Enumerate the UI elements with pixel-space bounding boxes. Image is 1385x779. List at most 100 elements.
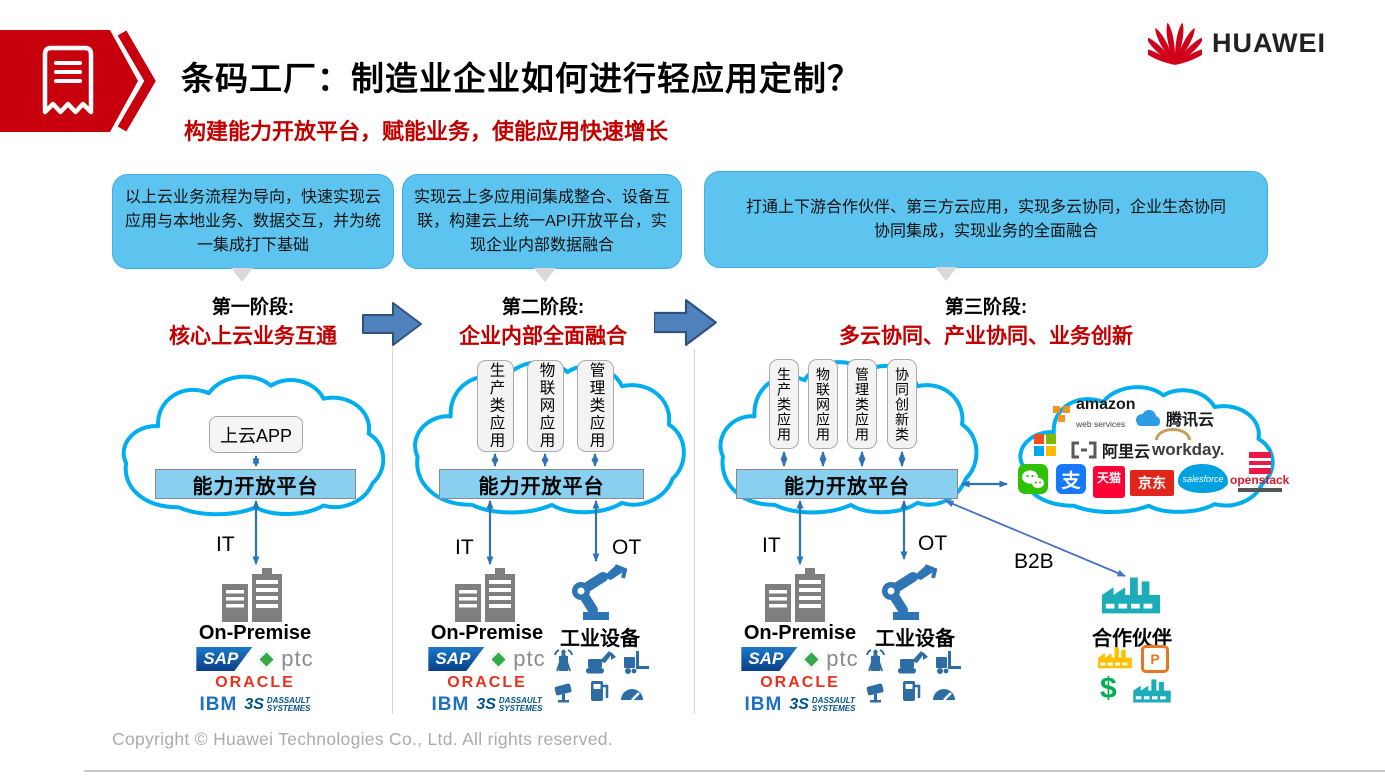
- factory-teal-small-icon: [1132, 676, 1172, 704]
- ot-label-stage2: OT: [612, 536, 642, 559]
- ibm-logo: IBM: [199, 694, 238, 715]
- copyright-text: Copyright © Huawei Technologies Co., Ltd…: [112, 729, 613, 749]
- app-box-management: 管理类应用: [847, 359, 877, 449]
- stage2-name: 企业内部全面融合: [459, 325, 627, 348]
- aws-cubes-icon: [1053, 406, 1070, 422]
- workday-arc-icon: [1155, 428, 1191, 440]
- dassault-line2: SYSTEMES: [811, 704, 856, 713]
- app-box-label: 生产类应用: [776, 366, 792, 442]
- openstack-tagline: [1237, 488, 1282, 492]
- industrial-label-stage3: 工业设备: [875, 628, 955, 650]
- stage1-title: 第一阶段: 核心上云业务互通: [128, 292, 378, 350]
- it-label-stage3: IT: [762, 534, 781, 557]
- p-glyph: P: [1150, 651, 1160, 667]
- warehouse-p-icon: P: [1141, 645, 1169, 673]
- callout-tail: [230, 268, 253, 282]
- oracle-logo: ORACLE: [760, 674, 840, 691]
- platform-bar-stage1: 能力开放平台: [155, 469, 356, 499]
- industrial-equipment-icons: [864, 648, 964, 706]
- tencent-label: 腾讯云: [1166, 412, 1215, 429]
- app-box-label: 物联网应用: [815, 366, 831, 442]
- salesforce-wordmark: salesforce: [1182, 473, 1224, 484]
- ptc-diamond-icon: [801, 648, 823, 670]
- huawei-flower-icon: [1148, 22, 1202, 65]
- microsoft-logo: [1034, 434, 1056, 456]
- huawei-wordmark: HUAWEI: [1212, 27, 1326, 58]
- robot-arm-icon: [565, 564, 629, 622]
- oracle-logo: ORACLE: [447, 674, 527, 691]
- ptc-diamond-icon: [488, 648, 510, 670]
- dassault-line1: DASSAULT: [266, 695, 310, 705]
- cloud-app-label: 上云APP: [219, 425, 293, 446]
- stage1-label: 第一阶段:: [211, 297, 295, 318]
- ptc-wordmark: ptc: [826, 646, 859, 671]
- platform-bar-stage3: 能力开放平台: [736, 469, 958, 499]
- stage2-label: 第二阶段:: [501, 297, 585, 318]
- tmall-logo: 天猫: [1093, 466, 1125, 498]
- app-box-iot: 物联网应用: [527, 360, 564, 452]
- openstack-icon: [1248, 452, 1271, 474]
- app-box-label: 管理类应用: [587, 362, 605, 450]
- stage3-title: 第三阶段: 多云协同、产业协同、业务创新: [808, 292, 1164, 350]
- dassault-line2: SYSTEMES: [498, 704, 543, 713]
- openstack-wordmark: openstack: [1230, 473, 1290, 487]
- stage3-name: 多云协同、产业协同、业务创新: [839, 325, 1133, 348]
- ptc-diamond-icon: [256, 648, 278, 670]
- salesforce-logo: salesforce: [1178, 464, 1228, 493]
- onpremise-label-stage1: On-Premise: [198, 622, 312, 644]
- aws-wordmark: amazon: [1076, 396, 1136, 413]
- ibm-logo: IBM: [431, 694, 470, 715]
- ibm-logo: IBM: [744, 694, 783, 715]
- aws-logo: amazon web services: [1052, 396, 1136, 432]
- callout-stage3: 打通上下游合作伙伴、第三方云应用，实现多云协同，企业生态协同 协同集成，实现业务…: [704, 171, 1268, 281]
- openstack-logo: openstack: [1230, 452, 1289, 492]
- alipay-logo: 支: [1056, 464, 1086, 494]
- sap-logo: SAP: [196, 647, 253, 671]
- app-box-production: 生产类应用: [769, 359, 799, 449]
- platform-bar-stage2: 能力开放平台: [439, 469, 644, 499]
- callout-stage2: 实现云上多应用间集成整合、设备互联，构建云上统一API开放平台，实现企业内部数据…: [402, 174, 682, 282]
- callout-stage1: 以上云业务流程为导向，快速实现云应用与本地业务、数据交互，并为统一集成打下基础: [112, 174, 394, 282]
- tencent-cloud-icon: [1136, 410, 1160, 426]
- ptc-wordmark: ptc: [513, 646, 546, 671]
- partner-logos: amazon web services 腾讯云 阿里云 workday.: [1010, 382, 1289, 520]
- onpremise-label-stage2: On-Premise: [430, 622, 544, 644]
- stage3-label: 第三阶段:: [944, 297, 1028, 318]
- app-box-collab-innovation: 协同创新类: [887, 359, 917, 449]
- wechat-logo: [1018, 464, 1048, 499]
- platform-label: 能力开放平台: [478, 475, 605, 498]
- platform-label: 能力开放平台: [192, 475, 319, 498]
- stage-arrow-2-icon: [654, 299, 717, 346]
- dassault-swirl-icon: 3S: [476, 696, 496, 713]
- app-box-production: 生产类应用: [477, 360, 514, 452]
- callout-tail: [533, 268, 556, 282]
- callout-stage1-text: 以上云业务流程为导向，快速实现云应用与本地业务、数据交互，并为统一集成打下基础: [124, 188, 381, 254]
- industrial-label-stage2: 工业设备: [560, 628, 640, 650]
- oracle-logo: ORACLE: [215, 674, 295, 691]
- workday-logo: workday.: [1152, 428, 1224, 460]
- dassault-swirl-icon: 3S: [789, 696, 809, 713]
- stage1-name: 核心上云业务互通: [169, 325, 337, 348]
- onpremise-label-stage3: On-Premise: [743, 622, 857, 644]
- vendor-logos: SAP ptc ORACLE IBM 3S DASSAULT SYSTEMES: [172, 646, 338, 718]
- factory-yellow-icon: [1097, 644, 1133, 670]
- jd-label: 京东: [1138, 475, 1166, 491]
- aws-sub: web services: [1076, 419, 1126, 429]
- dassault-logo: 3S DASSAULT SYSTEMES: [476, 696, 542, 714]
- cloud-app-box: 上云APP: [209, 416, 303, 453]
- dassault-line1: DASSAULT: [498, 695, 542, 705]
- ptc-wordmark: ptc: [281, 646, 314, 671]
- huawei-logo: HUAWEI: [1148, 20, 1326, 66]
- ot-label-stage3: OT: [918, 532, 948, 555]
- column-divider: [694, 349, 695, 714]
- stage-arrow-1-icon: [362, 302, 422, 346]
- callout-tail: [935, 267, 958, 281]
- dassault-swirl-icon: 3S: [244, 696, 264, 713]
- tencent-cloud-logo: 腾讯云: [1132, 406, 1214, 430]
- app-box-management: 管理类应用: [577, 360, 614, 452]
- tmall-label: 天猫: [1096, 471, 1121, 485]
- page-subtitle: 构建能力开放平台，赋能业务，使能应用快速增长: [184, 119, 669, 144]
- sap-logo: SAP: [741, 647, 798, 671]
- dassault-logo: 3S DASSAULT SYSTEMES: [244, 696, 310, 714]
